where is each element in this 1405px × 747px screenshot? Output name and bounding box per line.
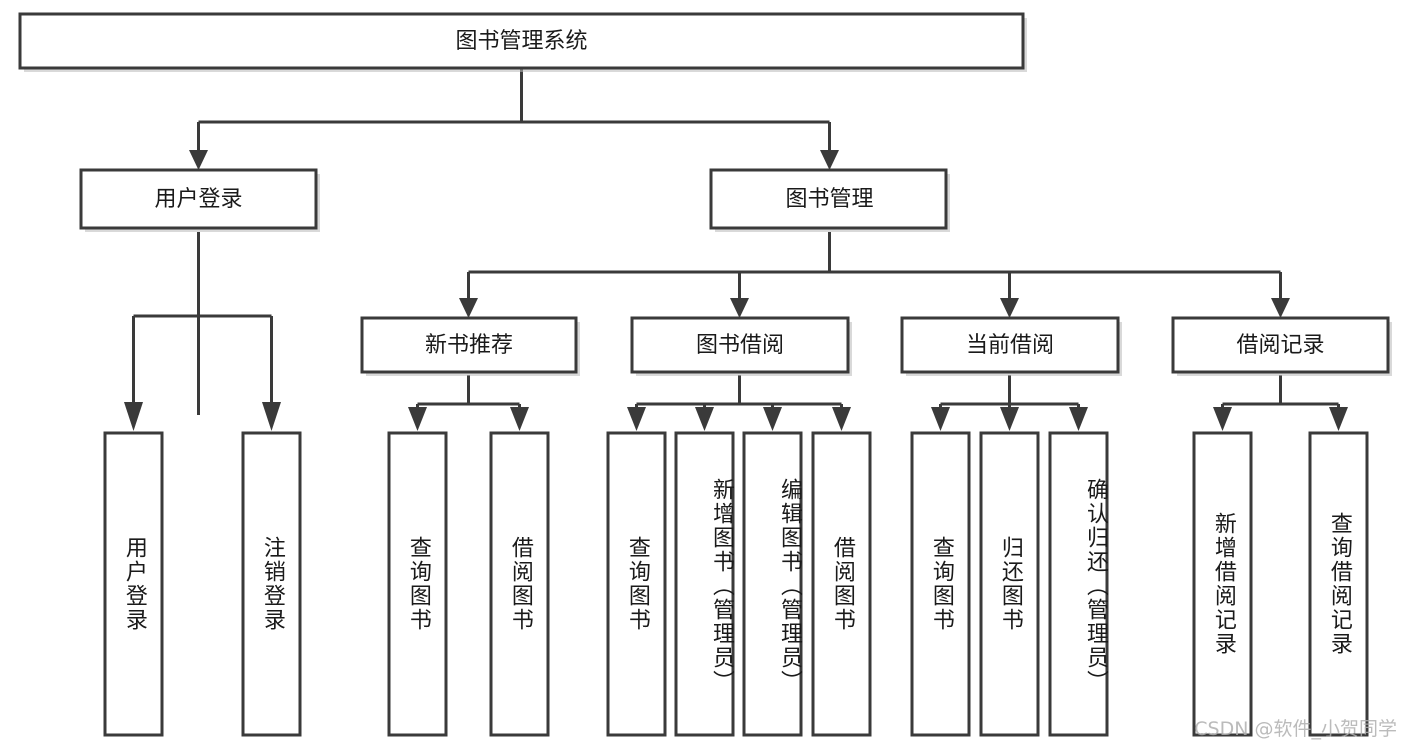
node-book-borrow[interactable]: 图书借阅 <box>630 316 852 376</box>
leaf-box-edit-book[interactable] <box>742 431 803 737</box>
node-borrow-record[interactable]: 借阅记录 <box>1171 316 1392 376</box>
connector-group-book-management <box>459 232 1290 318</box>
arrow-head-new-book-recommend <box>459 298 478 318</box>
arrow-head-book-borrow <box>730 298 749 318</box>
leaf-box-logout[interactable] <box>241 431 302 737</box>
node-book-management[interactable]: 图书管理 <box>709 168 950 232</box>
node-user-login[interactable]: 用户登录 <box>79 168 320 232</box>
node-current-borrow[interactable]: 当前借阅 <box>900 316 1122 376</box>
arrow-head-leaf-query-book-1 <box>408 407 427 431</box>
leaf-box-group <box>103 431 1369 737</box>
leaf-box-user-login[interactable] <box>103 431 164 737</box>
arrow-head-leaf-edit-book <box>763 407 782 431</box>
node-new-book-recommend[interactable]: 新书推荐 <box>360 316 580 376</box>
leaf-box-return-book[interactable] <box>979 431 1040 737</box>
arrow-head-book-management <box>820 150 839 170</box>
connector-group-book-borrow <box>627 375 851 431</box>
leaf-box-query-book-3[interactable] <box>910 431 971 737</box>
connector-group-new-book-recommend <box>408 375 529 431</box>
arrow-head-leaf-query-record <box>1329 407 1348 431</box>
arrow-head-leaf-query-book-2 <box>627 407 646 431</box>
arrow-head-current-borrow <box>1000 298 1019 318</box>
leaf-box-query-book-2[interactable] <box>606 431 667 737</box>
csdn-watermark: CSDN @软件_小贺同学 <box>1194 718 1397 740</box>
arrow-head-leaf-logout <box>262 402 281 431</box>
node-label-current-borrow: 当前借阅 <box>966 333 1054 358</box>
arrow-head-leaf-borrow-book-1 <box>510 407 529 431</box>
node-label-new-book-recommend: 新书推荐 <box>425 333 513 358</box>
leaf-box-query-book-1[interactable] <box>387 431 448 737</box>
arrow-head-borrow-record <box>1271 298 1290 318</box>
arrow-head-leaf-add-book <box>695 407 714 431</box>
arrow-head-user-login <box>189 150 208 170</box>
arrow-head-leaf-borrow-book-2 <box>832 407 851 431</box>
leaf-box-confirm-return[interactable] <box>1048 431 1109 737</box>
leaf-box-borrow-book-2[interactable] <box>811 431 872 737</box>
node-label-borrow-record: 借阅记录 <box>1236 333 1324 358</box>
node-book-management-system[interactable]: 图书管理系统 <box>18 12 1027 72</box>
connector-group-user-login <box>124 232 281 431</box>
node-label-book-management: 图书管理 <box>785 187 873 212</box>
leaf-box-add-record[interactable] <box>1192 431 1253 737</box>
node-label-book-management-system: 图书管理系统 <box>455 29 587 54</box>
connector-group-current-borrow <box>931 375 1088 431</box>
node-label-user-login: 用户登录 <box>154 187 242 212</box>
arrow-head-leaf-user-login <box>124 402 143 431</box>
connector-group-root <box>189 68 839 170</box>
arrow-head-leaf-return-book <box>1000 407 1019 431</box>
arrow-head-leaf-confirm-return <box>1069 407 1088 431</box>
connector-group-borrow-record <box>1213 375 1348 431</box>
leaf-box-add-book[interactable] <box>674 431 735 737</box>
arrow-head-leaf-add-record <box>1213 407 1232 431</box>
arrow-head-leaf-query-book-3 <box>931 407 950 431</box>
node-label-book-borrow: 图书借阅 <box>696 333 784 358</box>
leaf-box-borrow-book-1[interactable] <box>489 431 550 737</box>
leaf-box-query-record[interactable] <box>1308 431 1369 737</box>
